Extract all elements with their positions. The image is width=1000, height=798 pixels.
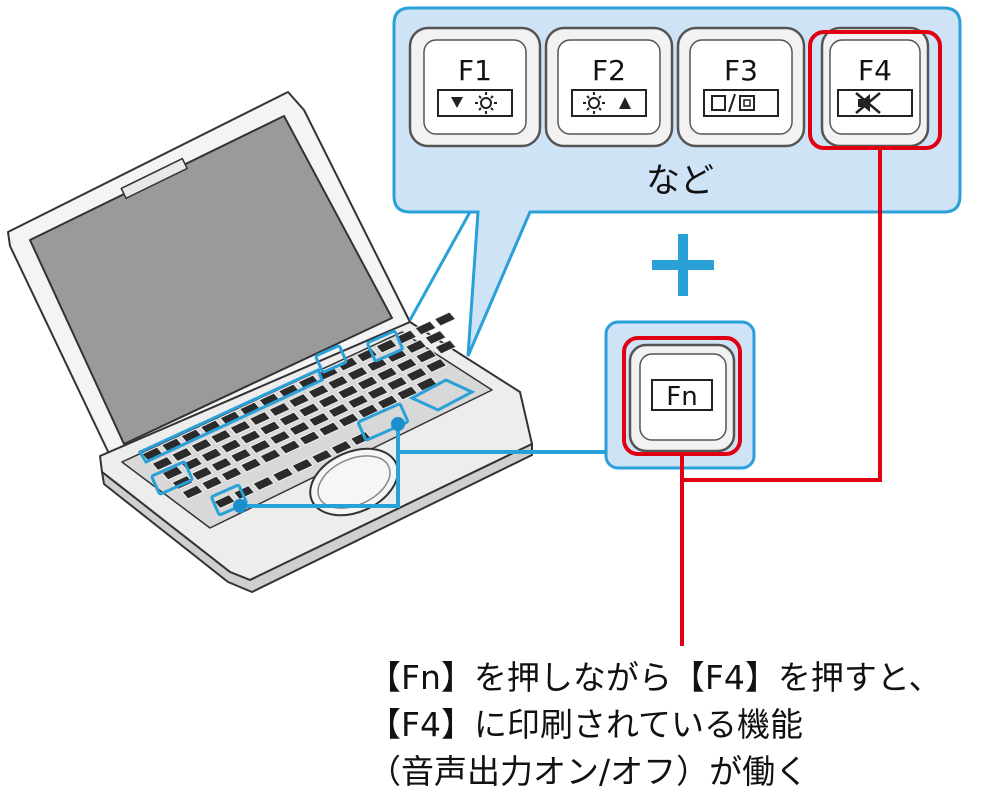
laptop-key [209, 428, 233, 445]
caption-line-2: 【F4】に印刷されている機能 [368, 705, 803, 744]
f3-key-label: F3 [724, 54, 758, 87]
fn-key-dot-right [391, 417, 405, 431]
laptop-key [395, 357, 418, 373]
laptop-key [385, 375, 409, 392]
laptop-key [239, 457, 263, 473]
laptop-key [346, 393, 370, 410]
laptop-key [317, 393, 340, 409]
laptop-key [151, 455, 174, 472]
laptop-key [307, 383, 330, 400]
fn-key-label: Fn [666, 382, 697, 412]
laptop-key [232, 484, 256, 501]
laptop-key [376, 394, 399, 410]
laptop-key [356, 403, 380, 419]
laptop-key [249, 438, 272, 455]
laptop-key [291, 457, 314, 474]
laptop-key [375, 338, 398, 354]
laptop-key [327, 402, 350, 419]
laptop-key [310, 448, 334, 465]
fn-key: Fn [628, 343, 736, 453]
laptop-key [433, 311, 457, 327]
laptop-key [259, 448, 282, 464]
laptop-key [220, 466, 243, 482]
callout-pointer-left [408, 211, 472, 321]
caption-line-1: 【Fn】を押しながら【F4】を押すと、 [368, 658, 942, 697]
function-row-highlight [137, 329, 476, 517]
f-key-group: F1 F2 F3 [408, 26, 942, 150]
etc-label: など [646, 161, 714, 201]
caption-line-3: （音声出力オン/オフ）が働く [368, 752, 809, 791]
laptop-key [298, 430, 321, 446]
laptop-key [424, 329, 447, 346]
laptop-key [297, 402, 321, 418]
f1-key-label: F1 [458, 54, 492, 87]
laptop-key [330, 439, 353, 456]
laptop-key [181, 484, 204, 500]
laptop-key [229, 447, 253, 464]
f2-key-label: F2 [592, 54, 626, 87]
laptop-key [317, 421, 341, 437]
f2-key: F2 [544, 26, 674, 148]
laptop-key [219, 438, 243, 454]
laptop-key [190, 437, 213, 454]
laptop-key [414, 320, 437, 336]
fn-key-dot-left [233, 499, 247, 513]
laptop-key [268, 401, 291, 418]
laptop-key [229, 419, 252, 436]
plus-sign [652, 234, 714, 296]
f4-key-label: F4 [858, 54, 892, 87]
caption: 【Fn】を押しながら【F4】を押すと、 【F4】に印刷されている機能 （音声出力… [368, 654, 988, 795]
laptop-key [258, 420, 282, 436]
f3-key: F3 [676, 26, 806, 148]
laptop-screen [29, 115, 393, 445]
laptop-key [190, 465, 214, 482]
laptop-key [248, 410, 272, 427]
laptop-key [356, 375, 379, 391]
laptop-key [271, 466, 295, 483]
laptop-key [278, 411, 301, 427]
laptop-key [375, 366, 399, 382]
laptop-key [307, 411, 331, 428]
base-front [101, 443, 533, 593]
laptop-key [288, 420, 311, 437]
laptop-key [268, 429, 292, 446]
keyboard-keys [141, 311, 457, 510]
red-connector-lines [680, 148, 882, 646]
laptop-key [170, 446, 194, 463]
laptop-key [414, 348, 438, 364]
brightness-down-icon [451, 92, 497, 114]
laptop-key [210, 456, 233, 473]
f4-key: F4 [820, 26, 930, 148]
f4-highlight-frame [808, 30, 942, 150]
laptop-key [252, 475, 275, 492]
laptop-key [278, 439, 302, 455]
laptop-key [434, 339, 457, 355]
laptop-key [200, 475, 224, 491]
laptop-key [405, 366, 428, 383]
laptop-key [200, 447, 223, 463]
f1-key: F1 [408, 26, 542, 148]
webcam-bar [120, 157, 188, 200]
mute-icon [855, 92, 881, 114]
laptop-key [239, 429, 262, 445]
laptop-key [346, 365, 369, 382]
laptop-key [326, 374, 350, 391]
laptop-key [366, 384, 389, 401]
laptop-key [336, 384, 360, 400]
laptop-key [287, 392, 311, 409]
display-switch-icon [711, 93, 755, 113]
laptop-key [424, 357, 448, 374]
laptop-key [404, 338, 428, 355]
laptop-key [395, 385, 419, 401]
fn-connector-lines [240, 424, 606, 508]
brightness-up-icon [583, 92, 631, 114]
